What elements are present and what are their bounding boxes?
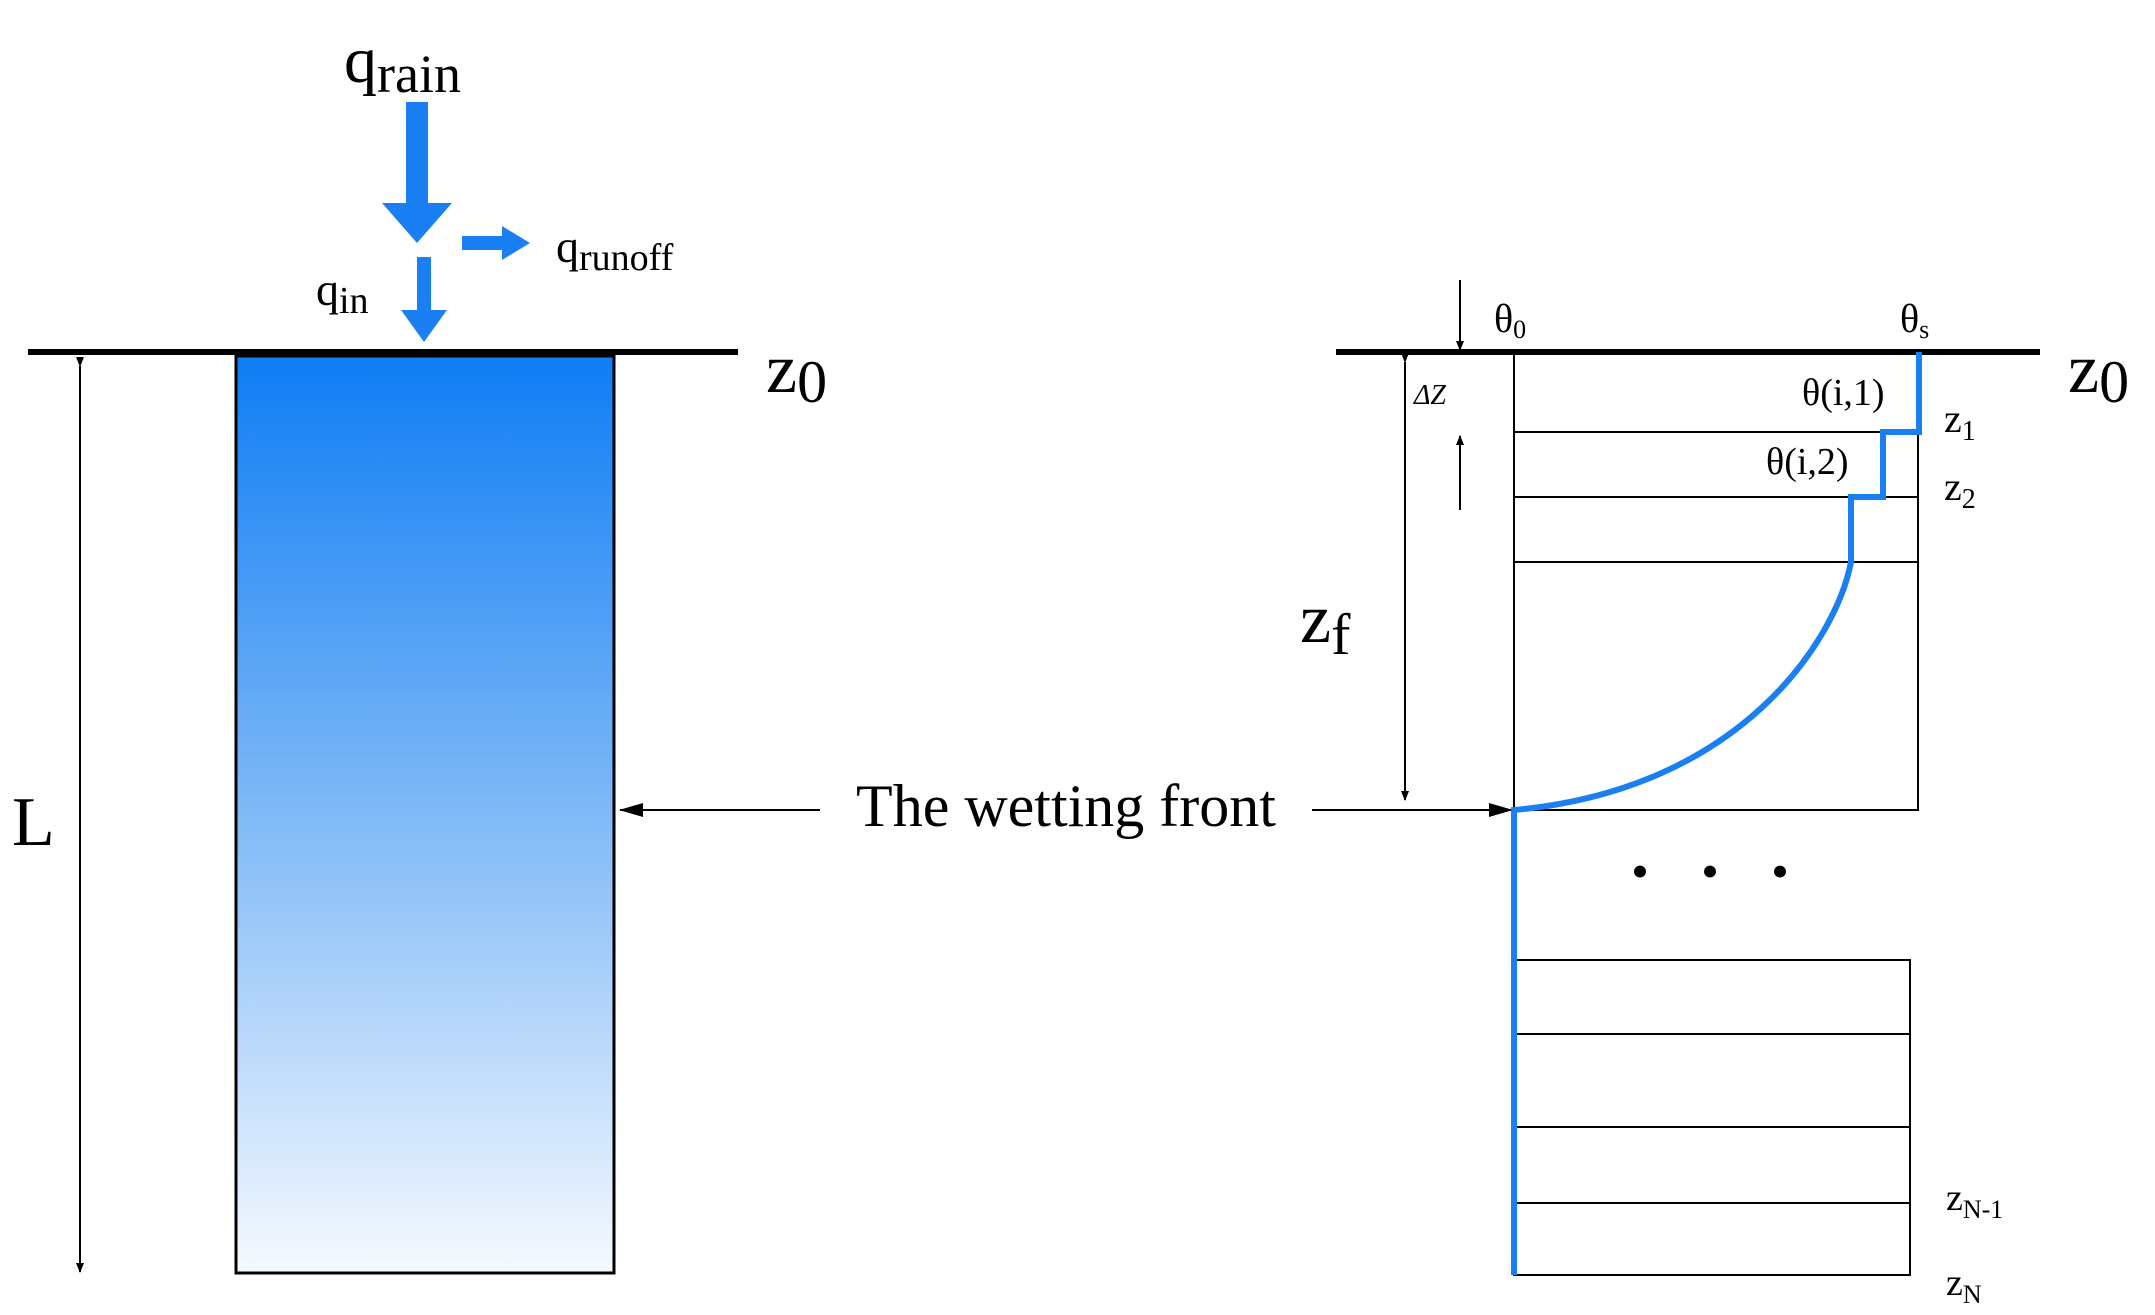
theta-i1-label: θ(i,1) (1802, 372, 1885, 414)
z1-label: z1 (1944, 396, 1976, 447)
z0-left-label: z0 (766, 331, 827, 415)
q-runoff-label: qrunoff (556, 221, 674, 279)
lower-soil-layers (1513, 959, 1911, 1276)
zN1-label: zN-1 (1946, 1177, 2003, 1224)
zf-label: zf (1300, 581, 1351, 667)
z0-right-label: z0 (2068, 331, 2129, 415)
z2-label: z2 (1944, 464, 1976, 515)
thetas-label: θs (1900, 296, 1929, 344)
q-rain-label: qrain (344, 24, 461, 104)
wetting-front-label: The wetting front (856, 773, 1276, 839)
soil-column (234, 354, 616, 1275)
theta0-label: θ0 (1494, 296, 1526, 344)
upper-soil-layers (1513, 351, 1919, 1275)
ellipsis-label: • • • (1631, 843, 1809, 899)
L-label: L (12, 784, 55, 861)
zN-label: zN (1946, 1262, 1982, 1309)
q-in-label: qin (316, 264, 369, 322)
theta-i2-label: θ(i,2) (1766, 441, 1849, 483)
moisture-profile-curve (1511, 352, 1922, 1275)
rain-arrow-icon (382, 102, 452, 243)
delta-z-label: ΔZ (1413, 380, 1446, 411)
infiltration-arrow-icon (401, 257, 447, 342)
runoff-arrow-icon (462, 226, 530, 260)
